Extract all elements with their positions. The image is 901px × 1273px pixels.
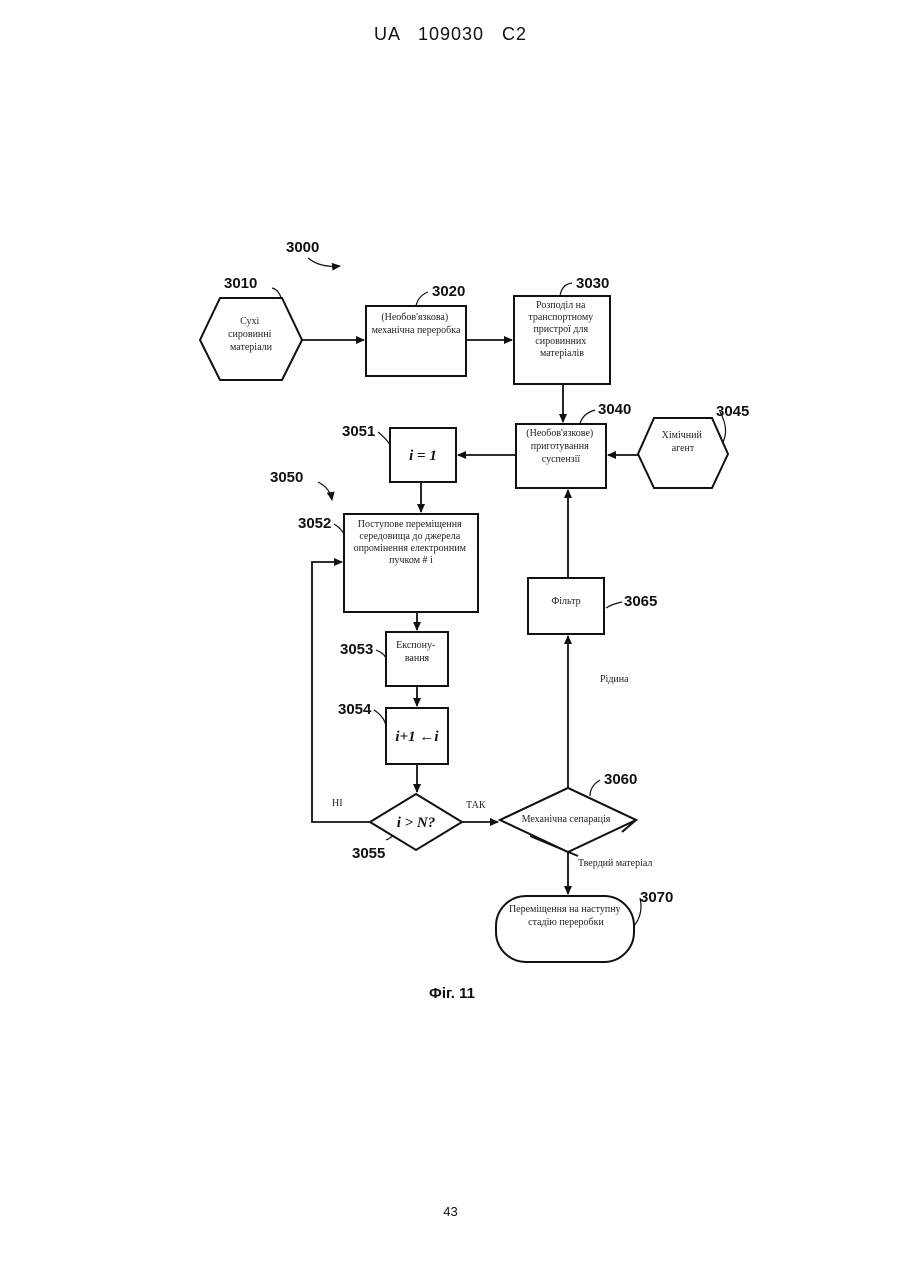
leader-3065 xyxy=(606,602,622,608)
ref-3050: 3050 xyxy=(270,469,303,486)
node-init-i-label: i = 1 xyxy=(409,448,437,464)
edge-label-liquid: Рідина xyxy=(600,674,629,685)
ref-3052: 3052 xyxy=(298,515,331,532)
ref-3053: 3053 xyxy=(340,641,373,658)
leader-3050 xyxy=(318,482,332,500)
ref-3070: 3070 xyxy=(640,889,673,906)
leader-3054 xyxy=(374,710,386,728)
figure-caption: Фіг. 11 xyxy=(429,985,475,1002)
edge-label-solid: Твердий матеріал xyxy=(578,858,652,869)
edge-label-yes: ТАК xyxy=(466,800,486,811)
node-increment-label: i+1 ←i xyxy=(395,729,439,745)
leader-3060 xyxy=(590,780,600,796)
ref-3040: 3040 xyxy=(598,401,631,418)
ref-3060: 3060 xyxy=(604,771,637,788)
node-decision-label: i > N? xyxy=(397,815,436,831)
ref-3010: 3010 xyxy=(224,275,257,292)
ref-3055: 3055 xyxy=(352,845,385,862)
ref-3045: 3045 xyxy=(716,403,749,420)
leader-3053 xyxy=(376,650,386,660)
edge-label-no: НІ xyxy=(332,798,343,809)
node-mechanical-separation-label: Механічна сепарація xyxy=(522,814,611,825)
leader-3040 xyxy=(580,410,595,424)
leader-3020 xyxy=(416,292,428,306)
page-number: 43 xyxy=(0,1204,901,1219)
ref-3065: 3065 xyxy=(624,593,657,610)
ref-3020: 3020 xyxy=(432,283,465,300)
node-filter-label: Фільтр xyxy=(551,596,580,607)
leader-3030 xyxy=(560,283,572,296)
ref-3030: 3030 xyxy=(576,275,609,292)
leader-3000 xyxy=(308,258,340,266)
ref-3051: 3051 xyxy=(342,423,375,440)
ref-3054: 3054 xyxy=(338,701,372,718)
ref-3000: 3000 xyxy=(286,239,319,256)
